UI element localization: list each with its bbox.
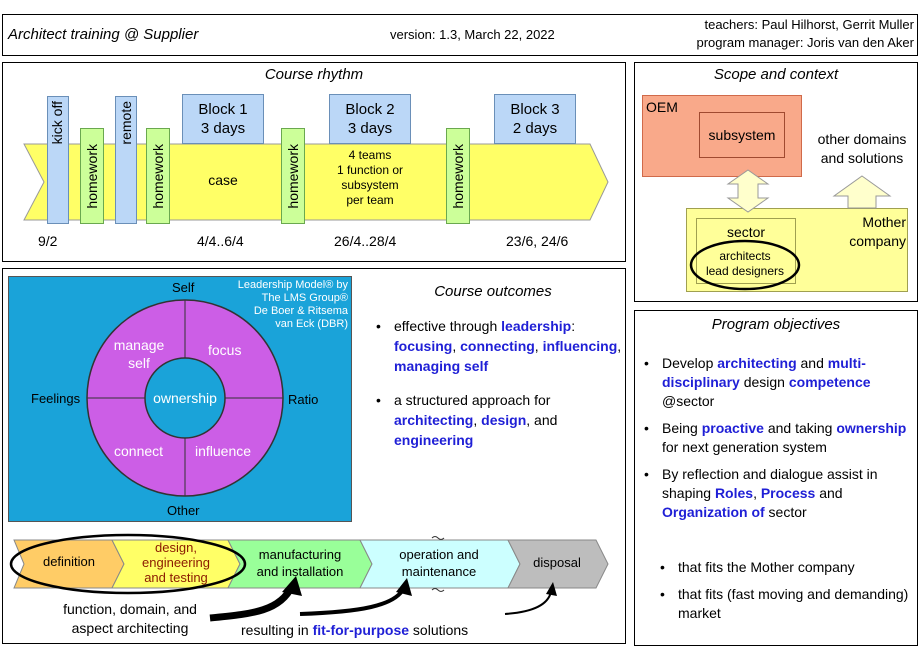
ratio-label: Ratio [288,392,319,407]
kickoff-box: kick off [47,96,69,224]
teams-label: 4 teams 1 function or subsystem per team [336,148,404,207]
block1-box: Block 1 3 days [182,94,264,144]
manufacturing-label: manufacturing and installation [256,547,344,579]
objective-item: By reflection and dialogue assist in sha… [640,465,912,522]
definition-design-ellipse [9,533,247,595]
sector-label: sector [726,224,766,240]
objectives-list: Develop architecting and multi-disciplin… [640,354,912,530]
block2-label: Block 2 [345,101,395,118]
other-domains-label: other domains and solutions [817,131,907,166]
objectives-sublist: that fits the Mother company that fits (… [656,558,912,623]
homework-box-3: homework [281,128,305,224]
outcome-item: effective through leadership: focusing, … [372,316,624,376]
arrow-to-disposal [504,591,552,615]
function-domain-label: function, domain, and aspect architectin… [63,601,197,636]
subsystem-box: subsystem [699,112,785,158]
manager-label: program manager: Joris van den Aker [696,35,915,50]
header-bar [2,14,918,56]
other-label: Other [167,503,200,518]
outcomes-title: Course outcomes [434,283,552,300]
feelings-label: Feelings [31,391,81,406]
ownership-circle [144,357,226,439]
date-label: 26/4..28/4 [334,233,397,249]
remote-box: remote [115,96,137,224]
architects-label: architects lead designers [705,249,785,278]
block3-box: Block 3 2 days [494,94,576,144]
objective-item: Develop architecting and multi-disciplin… [640,354,912,411]
architects-ellipse [689,239,801,291]
leadership-credit: Leadership Model® by The LMS Group® De B… [237,279,348,330]
block2-days: 3 days [347,120,393,137]
course-rhythm-title: Course rhythm [264,66,364,83]
page-title: Architect training @ Supplier [8,26,199,43]
double-arrow [726,169,770,213]
sector-box [696,218,796,284]
definition-label: definition [42,554,96,569]
block1-label: Block 1 [198,101,248,118]
homework-box-2: homework [146,128,170,224]
date-label: 4/4..6/4 [197,233,244,249]
block3-label: Block 3 [510,101,560,118]
oem-label: OEM [646,99,678,115]
up-arrow [832,175,892,209]
teachers-label: teachers: Paul Hilhorst, Gerrit Muller [704,17,914,32]
disposal-label: disposal [533,555,581,570]
block3-days: 2 days [512,120,558,137]
self-label: Self [172,280,195,295]
date-label: 23/6, 24/6 [506,233,569,249]
influence-label: influence [195,443,252,459]
version-label: version: 1.3, March 22, 2022 [390,27,555,42]
objective-item: Being proactive and taking ownership for… [640,419,912,457]
manage-self-label: manage self [113,337,165,371]
homework-box-1: homework [80,128,104,224]
mother-company-label: Mother company [849,214,906,249]
design-label: design, engineering and testing [142,540,210,585]
arrow-to-manufacturing [209,584,296,622]
objective-subitem: that fits (fast moving and demanding) ma… [656,585,912,623]
homework-box-4: homework [446,128,470,224]
operation-label: operation and maintenance [399,547,479,579]
case-label: case [208,172,238,188]
outcome-item: a structured approach for architecting, … [372,390,624,450]
wave-mark [431,536,445,540]
chevron-disposal [507,539,609,589]
ownership-label: ownership [153,390,217,406]
date-label: 9/2 [38,233,58,249]
objectives-title: Program objectives [711,316,841,333]
block1-days: 3 days [200,120,246,137]
arrow-to-operation [299,586,406,616]
block2-box: Block 2 3 days [329,94,411,144]
outcomes-list: effective through leadership: focusing, … [372,316,624,450]
focus-label: focus [208,342,242,358]
objective-subitem: that fits the Mother company [656,558,912,577]
scope-title: Scope and context [713,66,839,83]
wave-mark [431,588,445,592]
connect-label: connect [114,443,164,459]
resulting-label: resulting in fit-for-purpose solutions [241,622,469,638]
